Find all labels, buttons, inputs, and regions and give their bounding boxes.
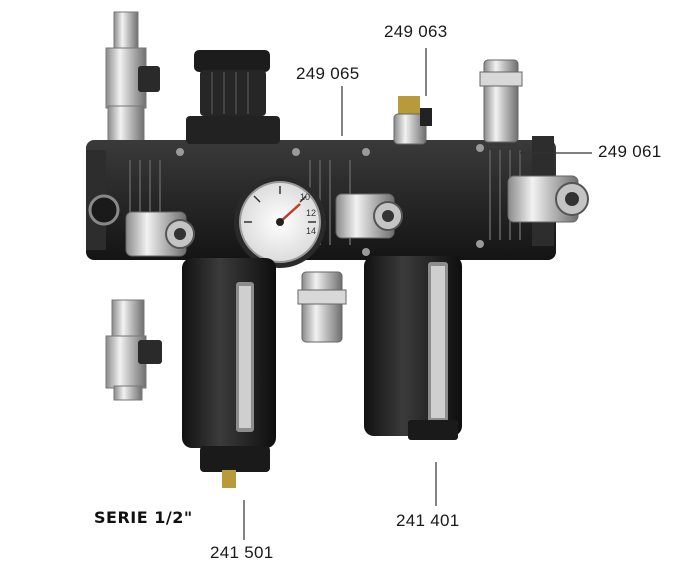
- gauge-tick-label: 10: [300, 192, 310, 202]
- coupler-top-right: [479, 59, 523, 143]
- series-label: SERIE 1/2": [94, 508, 193, 527]
- coupler-middle: [335, 193, 403, 239]
- callout-241401: 241 401: [396, 511, 460, 530]
- callout-249061: 249 061: [598, 142, 662, 161]
- callout-241501: 241 501: [210, 543, 274, 562]
- callout-249063: 249 063: [384, 22, 448, 41]
- left-ball-valve-assembly: [105, 11, 162, 401]
- pressure-gauge: 10 12 14: [234, 176, 326, 268]
- coupler-bottom-middle: [297, 271, 347, 343]
- lubricator-bowl: [364, 256, 462, 440]
- callout-249065: 249 065: [296, 64, 360, 83]
- gauge-tick-label: 14: [306, 226, 316, 236]
- coupler-right: [507, 175, 589, 223]
- leader-lines: [243, 48, 592, 540]
- oil-fill-plug: [393, 96, 432, 145]
- coupler-left: [125, 211, 195, 257]
- filter-bowl: [182, 258, 276, 488]
- regulator-knob: [186, 50, 280, 144]
- gauge-tick-label: 12: [306, 208, 316, 218]
